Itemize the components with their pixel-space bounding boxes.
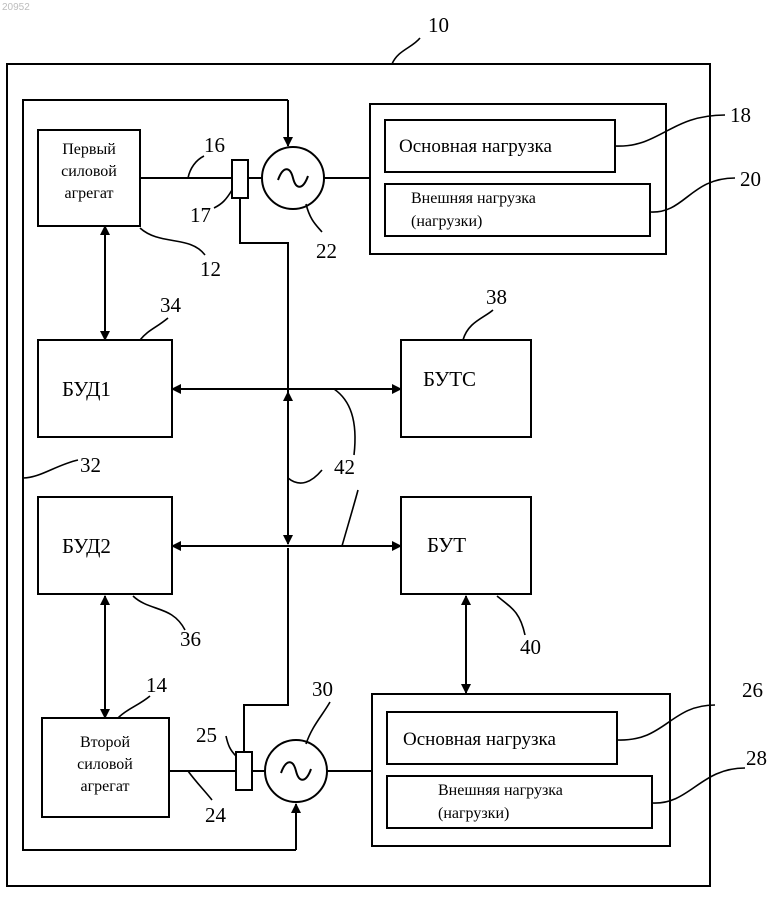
but-label: БУТ	[427, 533, 466, 557]
main-load-bottom-label: Основная нагрузка	[403, 729, 556, 750]
first-unit-line-2: силовой	[61, 163, 117, 180]
buts-label: БУТС	[423, 367, 476, 391]
ref-12: 12	[200, 257, 221, 281]
ext-load-top-line-1: Внешняя нагрузка	[411, 190, 536, 207]
bud1-label: БУД1	[62, 377, 111, 401]
ext-load-bottom-line-2: (нагрузки)	[438, 805, 509, 822]
ref-22: 22	[316, 239, 337, 263]
second-unit-line-2: силовой	[77, 756, 133, 773]
ref-24: 24	[205, 803, 227, 827]
watermark: 20952	[2, 2, 30, 13]
sensor-17	[232, 160, 248, 198]
ref-14: 14	[146, 673, 168, 697]
ref-17: 17	[190, 203, 211, 227]
second-unit-line-1: Второй	[80, 734, 130, 751]
ref-38: 38	[486, 285, 507, 309]
ref-16: 16	[204, 133, 225, 157]
leader-10	[392, 38, 420, 64]
ref-34: 34	[160, 293, 182, 317]
ref-26: 26	[742, 678, 763, 702]
bud2-label: БУД2	[62, 534, 111, 558]
ref-25: 25	[196, 723, 217, 747]
first-unit-line-3: агрегат	[64, 185, 113, 202]
ref-28: 28	[746, 746, 767, 770]
ref-32: 32	[80, 453, 101, 477]
ext-load-bottom-line-1: Внешняя нагрузка	[438, 782, 563, 799]
ref-10: 10	[428, 13, 449, 37]
ref-18: 18	[730, 103, 751, 127]
main-load-top-label: Основная нагрузка	[399, 136, 552, 157]
sensor-25	[236, 752, 252, 790]
first-unit-line-1: Первый	[62, 141, 116, 158]
ref-40: 40	[520, 635, 541, 659]
second-unit-line-3: агрегат	[80, 778, 129, 795]
ref-36: 36	[180, 627, 201, 651]
ref-20: 20	[740, 167, 761, 191]
ref-30: 30	[312, 677, 333, 701]
ext-load-top-line-2: (нагрузки)	[411, 213, 482, 230]
ref-42: 42	[334, 455, 355, 479]
